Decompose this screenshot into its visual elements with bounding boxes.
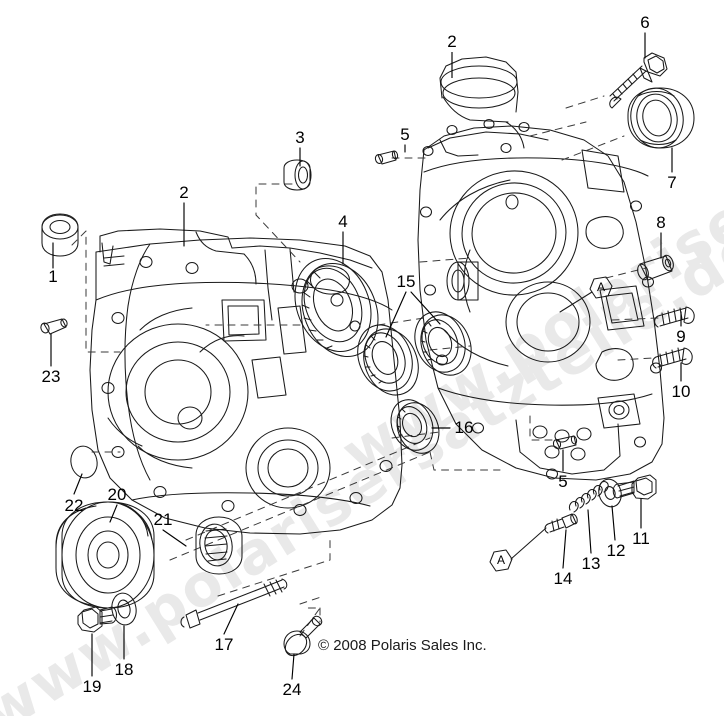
callout-label-5-upper: 5: [400, 125, 410, 144]
callout-label-5-lower: 5: [558, 472, 568, 491]
callout-label-9: 9: [676, 327, 686, 346]
callout-label-19: 19: [82, 677, 102, 696]
callout-label-15: 15: [396, 272, 416, 291]
part-10-threaded-plug: [652, 347, 693, 369]
callout-leaders: [50, 32, 682, 680]
callout-label-17: 17: [214, 635, 234, 654]
part-13-spring: [568, 481, 609, 513]
part-22-plug: [70, 445, 98, 479]
callout-label-21: 21: [153, 510, 173, 529]
callout-label-23: 23: [41, 367, 61, 386]
callout-label-10: 10: [671, 382, 691, 401]
copyright-notice: © 2008 Polaris Sales Inc.: [318, 637, 487, 654]
part-5-dowel-upper: [374, 150, 399, 165]
callout-label-16: 16: [454, 418, 474, 437]
callout-label-12: 12: [606, 541, 626, 560]
part-17-long-bolt: [180, 578, 288, 629]
part-23-dowel-pin: [40, 318, 68, 335]
callout-label-11: 11: [632, 529, 650, 548]
part-14-adjuster: [544, 513, 578, 534]
part-3-bushing: [283, 159, 312, 191]
callout-label-13: 13: [581, 554, 601, 573]
reference-marker-a-top-label: A: [596, 280, 605, 294]
callout-label-22: 22: [64, 496, 84, 515]
callout-label-3: 3: [295, 128, 305, 147]
reference-marker-a-bottom-label: A: [496, 553, 505, 567]
callout-label-7: 7: [667, 173, 677, 192]
part-8-sleeve: [637, 254, 674, 281]
part-18-washer: [111, 592, 137, 626]
part-15-bearing-a: [357, 324, 419, 396]
callout-label-2-right: 2: [447, 32, 457, 51]
part-5-dowel-lower: [552, 435, 578, 450]
part-6-flange-bolt: [609, 52, 668, 109]
part-21-seal: [195, 516, 243, 575]
left-crankcase-half: [89, 228, 403, 535]
reference-marker-a-top: [589, 276, 613, 299]
right-crankcase-half: [417, 56, 665, 481]
callout-label-20: 20: [107, 485, 127, 504]
callout-label-6: 6: [640, 13, 650, 32]
part-19-drain-plug: [77, 606, 118, 633]
callout-label-18: 18: [114, 660, 134, 679]
callout-label-4: 4: [338, 212, 348, 231]
part-1-bushing: [41, 213, 79, 257]
part-7-oil-seal: [627, 87, 695, 149]
reference-marker-a-bottom: [489, 549, 513, 572]
part-15-bearing-b: [414, 311, 472, 376]
part-11-bolt: [612, 474, 657, 500]
part-24-sensor: [283, 615, 323, 657]
part-9-threaded-plug: [654, 306, 695, 328]
callout-label-2-left: 2: [179, 183, 189, 202]
part-12-washer: [598, 478, 622, 508]
part-20-rotor: [55, 501, 155, 609]
callout-label-24: 24: [282, 680, 302, 699]
part-16-bearing: [390, 399, 440, 454]
part-4-bearing: [294, 257, 379, 358]
callout-label-1: 1: [48, 267, 58, 286]
callout-label-8: 8: [656, 213, 666, 232]
callout-label-14: 14: [553, 569, 573, 588]
